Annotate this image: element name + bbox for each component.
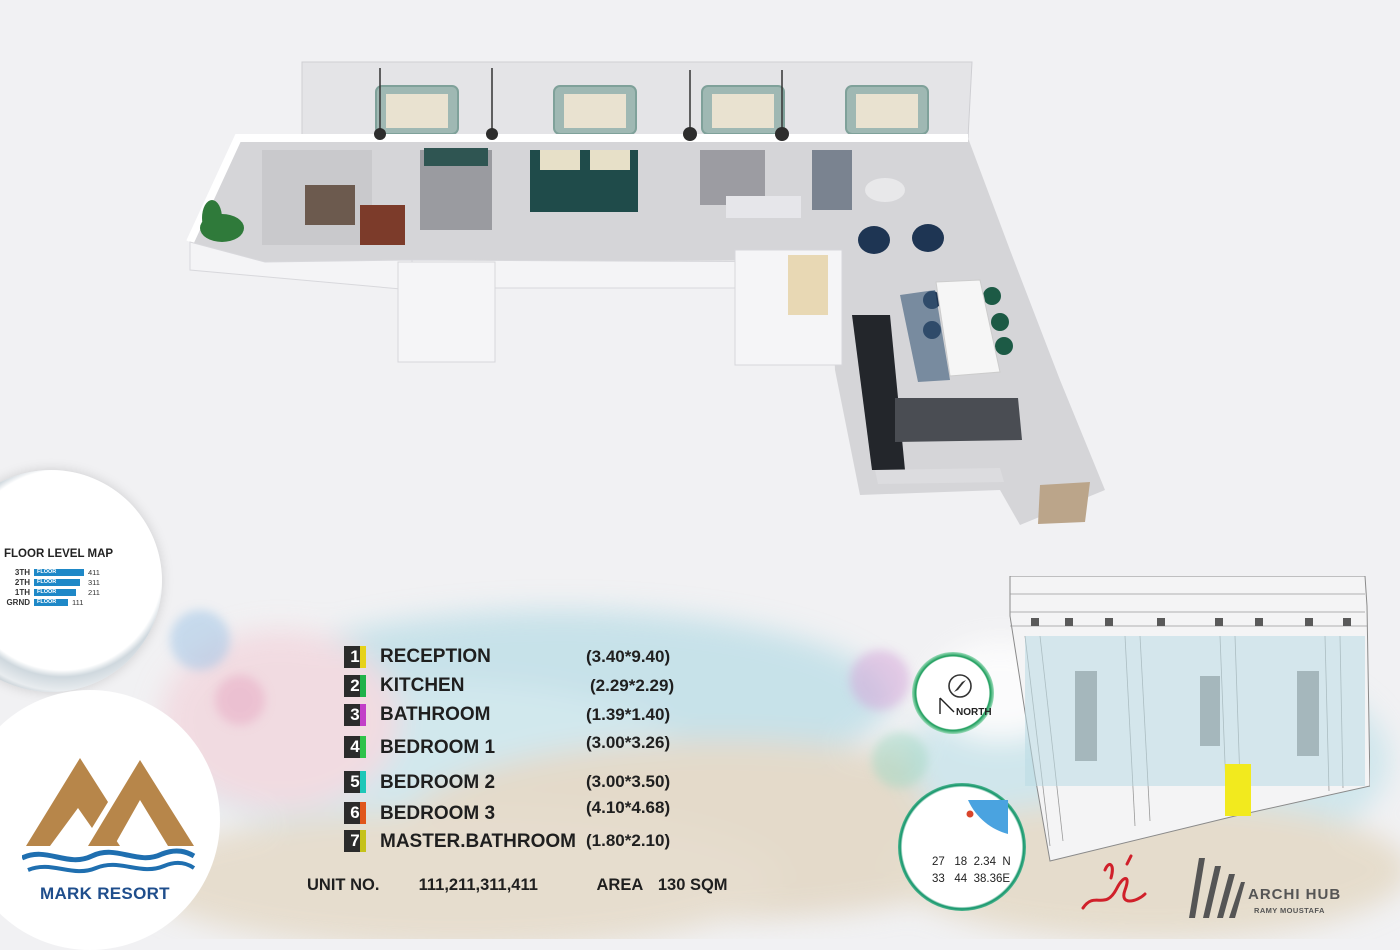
room-legend-item: 2 KITCHEN (2.29*2.29) [344,674,674,698]
unit-label: UNIT NO. [307,876,380,894]
room-number-badge: 2 [344,675,366,697]
unit-highlight [1225,764,1251,816]
brand-name: MARK RESORT [40,884,170,903]
room-legend-item: 1 RECEPTION (3.40*9.40) [344,645,670,669]
room-number-badge: 7 [344,830,366,852]
site-plan-map [1009,576,1370,862]
coordinate-east: 33 44 38.36E [932,873,1011,885]
unit-numbers: 111,211,311,411 [418,876,538,894]
room-legend-item: 7 MASTER.BATHROOM (1.80*2.10) [344,829,670,853]
compass-icon [939,674,972,714]
unit-info: UNIT NO. 111,211,311,411 AREA 130 SQM [307,876,728,895]
coordinate-north: 27 18 2.34 N [932,856,1011,868]
room-dimensions: (3.00*3.26) [586,733,671,752]
room-name: KITCHEN [380,675,465,696]
floor-level-row: GRND FLOOR 111 [6,598,84,607]
area-value: 130 SQM [657,876,728,894]
north-compass-badge [912,652,994,734]
room-name: BATHROOM [380,704,491,725]
room-dimensions: (3.00*3.50) [586,772,671,791]
apartment-3d-render [186,61,1105,525]
room-number-badge: 6 [344,802,366,824]
room-dimensions: (1.39*1.40) [586,705,671,724]
floor-level-row: 1TH FLOOR 211 [14,588,100,597]
room-legend-item: 6 BEDROOM 3 (4.10*4.68) [344,798,670,825]
archi-hub-logo-icon [1189,858,1245,918]
room-name: BEDROOM 1 [380,737,496,758]
room-number-badge: 4 [344,736,366,758]
author-name: RAMY MOUSTAFA [1254,906,1325,915]
room-name: BEDROOM 3 [380,803,496,824]
room-number-badge: 1 [344,646,366,668]
location-map [966,800,1008,834]
room-legend-item: 3 BATHROOM (1.39*1.40) [344,703,670,727]
area-label: AREA [596,876,643,894]
room-number-badge: 5 [344,771,366,793]
signature-mark [1081,854,1147,910]
room-dimensions: (4.10*4.68) [586,798,671,817]
mountain-logo-icon [22,758,196,874]
room-legend-item: 4 BEDROOM 1 (3.00*3.26) [344,733,670,759]
floor-level-map-title: FLOOR LEVEL MAP [4,548,114,560]
studio-name: ARCHI HUB [1248,886,1342,903]
room-dimensions: (3.40*9.40) [586,647,671,666]
north-label: NORTH [956,707,992,718]
room-legend-item: 5 BEDROOM 2 (3.00*3.50) [344,770,670,794]
room-name: RECEPTION [380,646,491,667]
room-number-badge: 3 [344,704,366,726]
room-dimensions: (1.80*2.10) [586,831,671,850]
room-dimensions: (2.29*2.29) [590,676,675,695]
room-name: MASTER.BATHROOM [380,831,576,852]
room-name: BEDROOM 2 [380,772,496,793]
floor-level-row: 3TH FLOOR 411 [14,568,100,577]
floor-level-row: 2TH FLOOR 311 [14,578,100,587]
location-pin-icon [966,810,974,818]
